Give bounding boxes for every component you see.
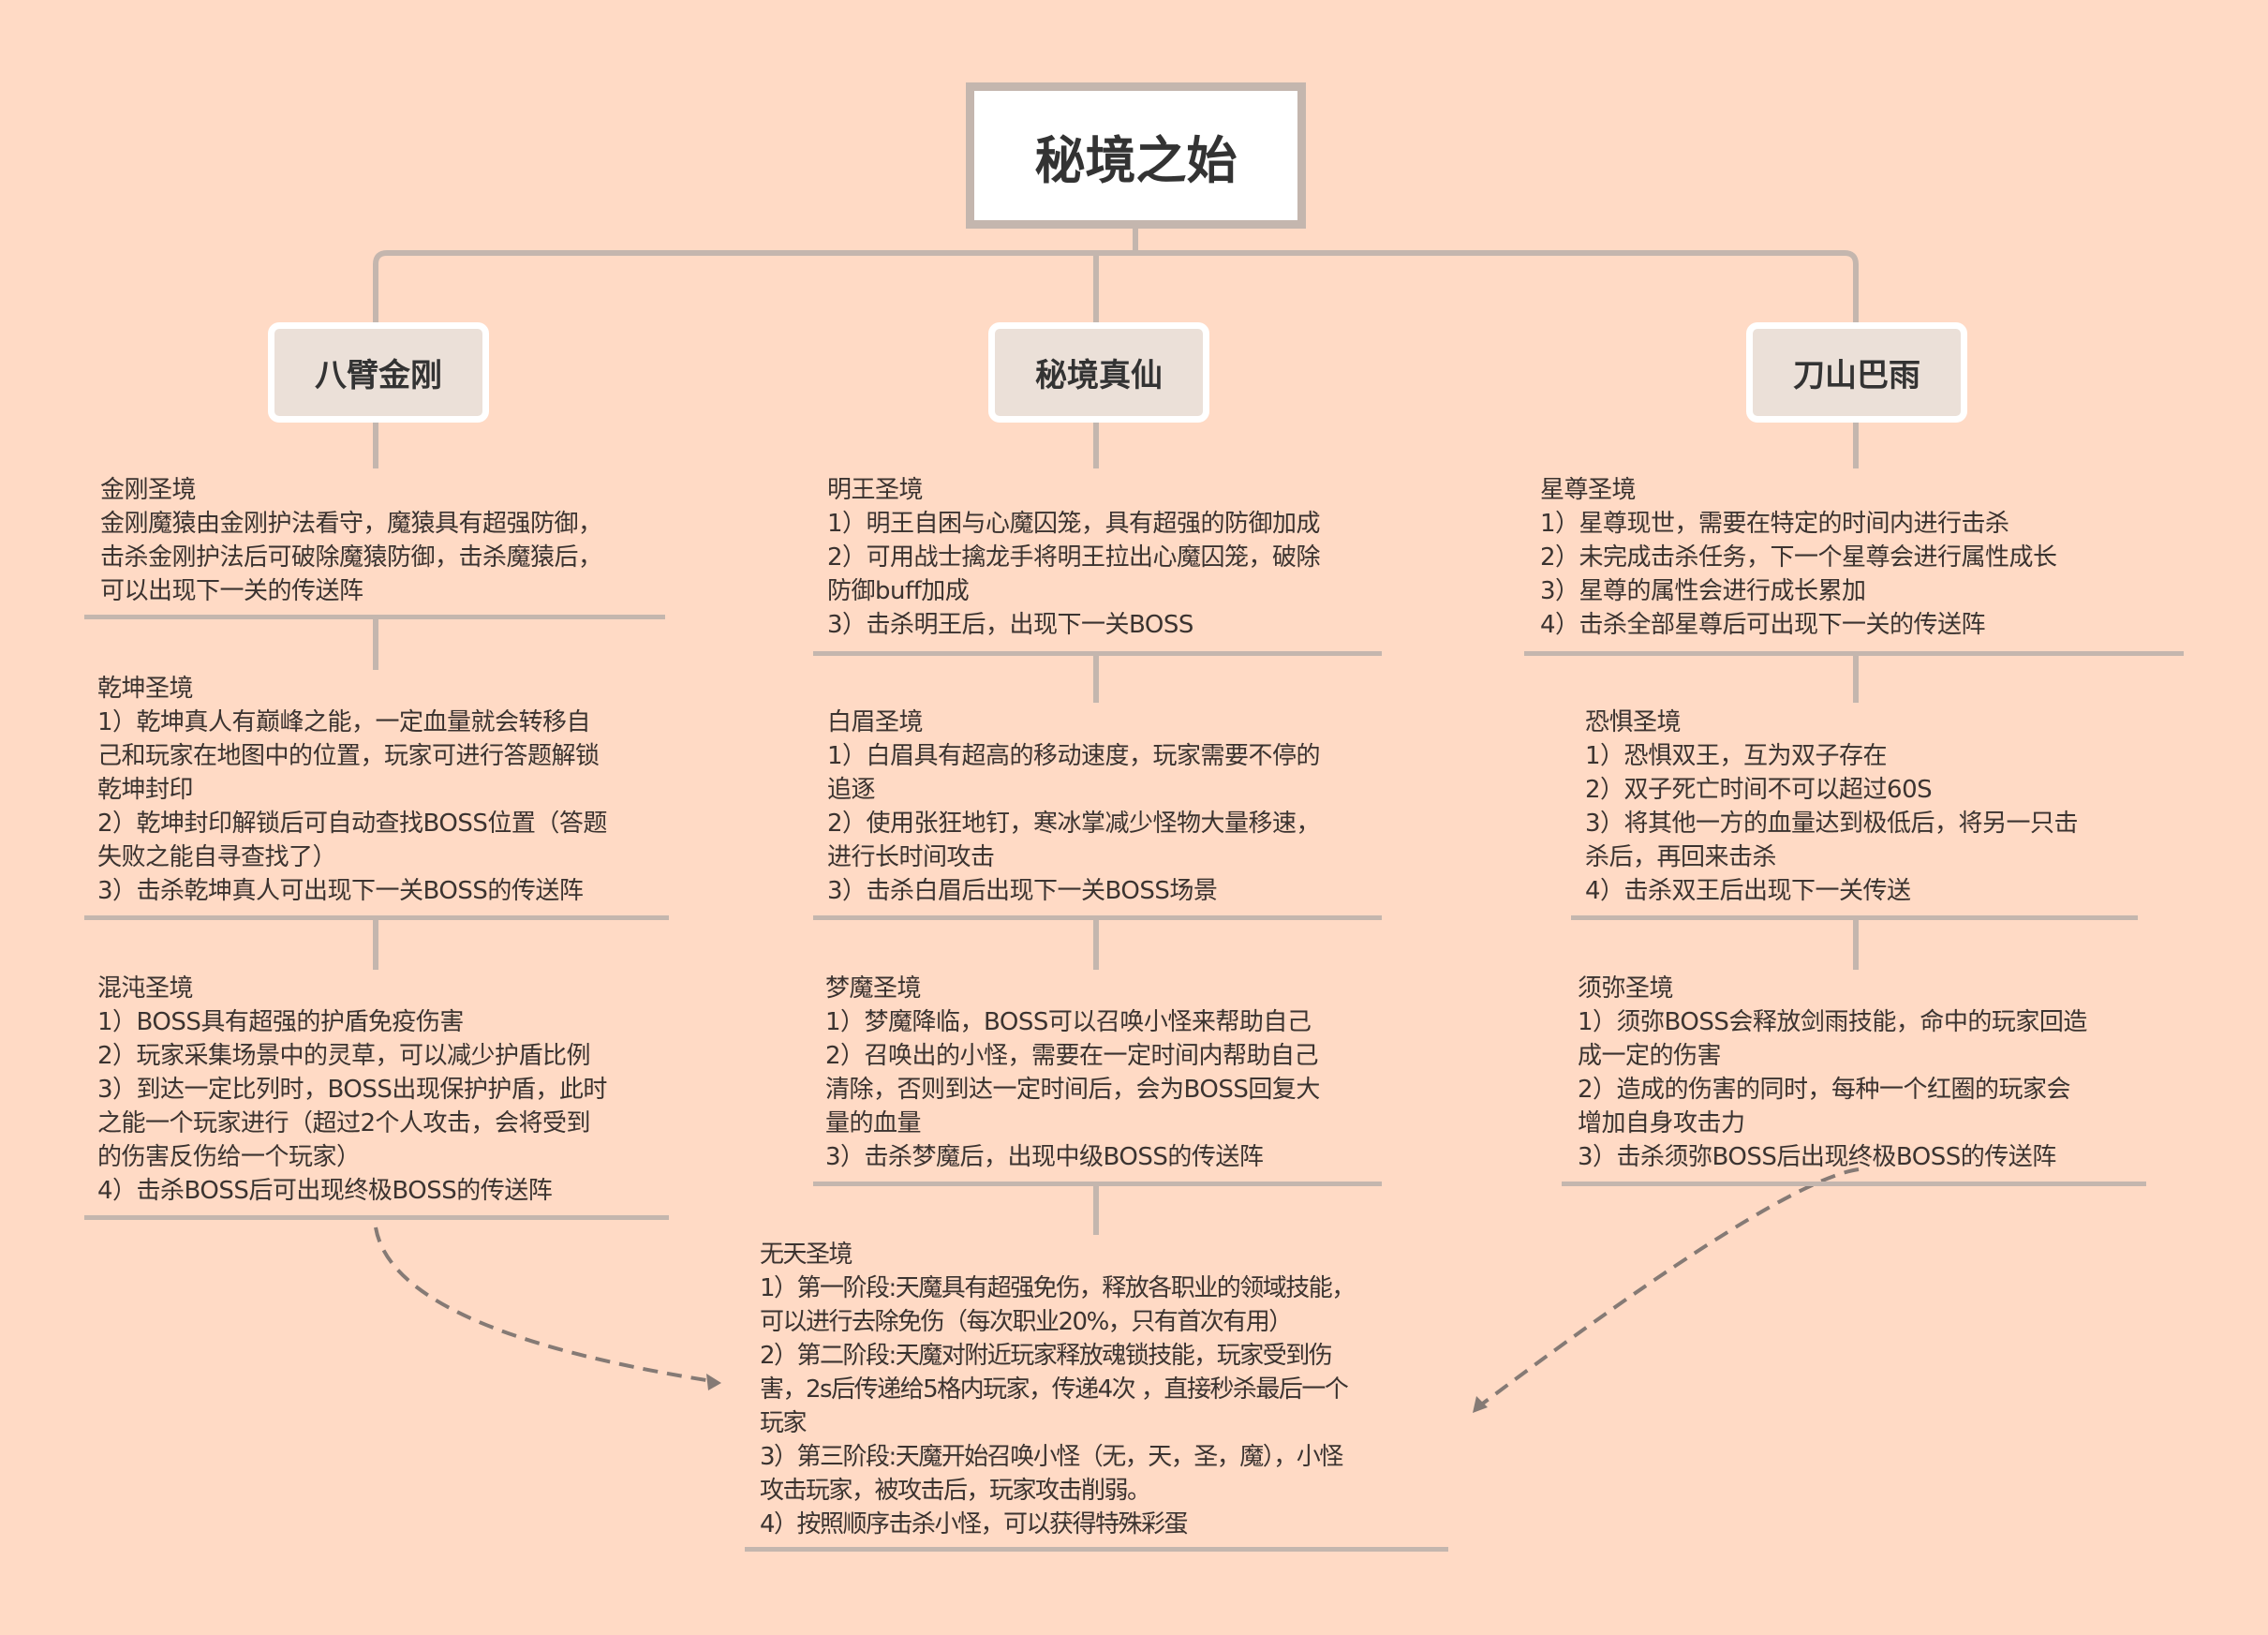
divider	[745, 1547, 1448, 1552]
topic-xumi[interactable]: 须弥圣境 1）须弥BOSS会释放剑雨技能，命中的玩家回造成一定的伤害 2）造成的伤害…	[1578, 972, 2087, 1174]
topic-line: 1）乾坤真人有巅峰之能，一定血量就会转移自	[97, 708, 591, 736]
topic-line: 可以出现下一关的传送阵	[100, 577, 363, 605]
topic-mengmo[interactable]: 梦魔圣境 1）梦魔降临，BOSS可以召唤小怪来帮助自己 2）召唤出的小怪，需要在一定…	[825, 972, 1320, 1174]
topic-xingzun[interactable]: 星尊圣境 1）星尊现世，需要在特定的时间内进行击杀 2）未完成击杀任务，下一个星尊会…	[1540, 473, 2057, 642]
topic-line: 成一定的伤害	[1578, 1042, 1722, 1070]
branch-node-babijingang[interactable]: 八臂金刚	[268, 322, 489, 423]
topic-line: 1）白眉具有超高的移动速度，玩家需要不停的	[827, 742, 1321, 770]
topic-line: 1）梦魔降临，BOSS可以召唤小怪来帮助自己	[825, 1008, 1312, 1036]
topic-line: 3）第三阶段:天魔开始召唤小怪（无，天，圣，魔），小怪	[760, 1443, 1343, 1471]
topic-line: 害，2s后传递给5格内玩家，传递4次 ，直接秒杀最后一个	[760, 1375, 1349, 1404]
divider	[813, 651, 1382, 656]
topic-line: 4）按照顺序击杀小怪，可以获得特殊彩蛋	[760, 1510, 1189, 1538]
topic-line: 失败之能自寻查找了）	[97, 843, 337, 871]
dashed-arrow-left	[374, 1226, 713, 1383]
topic-wutian[interactable]: 无天圣境 1）第一阶段:天魔具有超强免伤，释放各职业的领域技能， 可以进行去除免伤（…	[760, 1238, 1356, 1541]
topic-line: 杀后，再回来击杀	[1585, 843, 1777, 871]
topic-jingang[interactable]: 金刚圣境金刚魔猿由金刚护法看守，魔猿具有超强防御， 击杀金刚护法后可破除魔猿防御，…	[100, 473, 602, 608]
topic-line: 1）BOSS具有超强的护盾免疫伤害	[97, 1008, 464, 1036]
topic-line: 玩家	[760, 1409, 808, 1437]
topic-title: 恐惧圣境	[1585, 708, 1682, 736]
topic-line: 2）双子死亡时间不可以超过60S	[1585, 776, 1933, 804]
divider	[813, 915, 1382, 920]
topic-line: 己和玩家在地图中的位置，玩家可进行答题解锁	[97, 742, 600, 770]
topic-line: 清除，否则到达一定时间后，会为BOSS回复大	[825, 1076, 1320, 1104]
topic-line: 击杀金刚护法后可破除魔猿防御，击杀魔猿后，	[100, 543, 602, 572]
divider	[84, 915, 669, 920]
topic-line: 2）玩家采集场景中的灵草，可以减少护盾比例	[97, 1042, 591, 1070]
topic-line: 3）击杀梦魔后，出现中级BOSS的传送阵	[825, 1143, 1264, 1171]
topic-line: 1）恐惧双王，互为双子存在	[1585, 742, 1888, 770]
topic-line: 3）击杀须弥BOSS后出现终极BOSS的传送阵	[1578, 1143, 2056, 1171]
divider	[84, 1215, 669, 1220]
branch-node-mijingzhenxian[interactable]: 秘境真仙	[988, 322, 1209, 423]
topic-mingwang[interactable]: 明王圣境 1）明王自困与心魔囚笼，具有超强的防御加成 2）可用战士擒龙手将明王拉出心…	[827, 473, 1321, 642]
topic-line: 进行长时间攻击	[827, 843, 995, 871]
topic-title: 梦魔圣境	[825, 974, 922, 1003]
topic-line: 4）击杀双王后出现下一关传送	[1585, 877, 1911, 905]
topic-qiankun[interactable]: 乾坤圣境 1）乾坤真人有巅峰之能，一定血量就会转移自己和玩家在地图中的位置，玩家可…	[97, 672, 607, 908]
divider	[1562, 1182, 2146, 1186]
root-node-title[interactable]: 秘境之始	[966, 82, 1306, 229]
topic-title: 乾坤圣境	[97, 675, 194, 703]
topic-line: 金刚魔猿由金刚护法看守，魔猿具有超强防御，	[100, 510, 602, 538]
topic-baimei[interactable]: 白眉圣境 1）白眉具有超高的移动速度，玩家需要不停的追逐 2）使用张狂地钉，寒冰掌减…	[827, 706, 1321, 908]
topic-title: 须弥圣境	[1578, 974, 1674, 1003]
branch-node-daoshanbayu[interactable]: 刀山巴雨	[1746, 322, 1967, 423]
topic-line: 可以进行去除免伤（每次职业20%，只有首次有用）	[760, 1308, 1293, 1336]
divider	[1524, 651, 2184, 656]
topic-line: 乾坤封印	[97, 776, 194, 804]
topic-line: 4）击杀全部星尊后可出现下一关的传送阵	[1540, 611, 1986, 639]
topic-line: 2）未完成击杀任务，下一个星尊会进行属性成长	[1540, 543, 2057, 572]
dashed-arrow-right	[1478, 1167, 1860, 1407]
divider	[813, 1182, 1382, 1186]
topic-line: 2）乾坤封印解锁后可自动查找BOSS位置（答题	[97, 810, 607, 838]
topic-line: 防御buff加成	[827, 577, 970, 605]
topic-title: 金刚圣境	[100, 476, 197, 504]
topic-line: 1）须弥BOSS会释放剑雨技能，命中的玩家回造	[1578, 1008, 2087, 1036]
topic-line: 1）明王自困与心魔囚笼，具有超强的防御加成	[827, 510, 1321, 538]
topic-line: 3）击杀白眉后出现下一关BOSS场景	[827, 877, 1218, 905]
topic-line: 2）可用战士擒龙手将明王拉出心魔囚笼，破除	[827, 543, 1321, 572]
topic-line: 2）第二阶段:天魔对附近玩家释放魂锁技能，玩家受到伤	[760, 1342, 1333, 1370]
topic-title: 星尊圣境	[1540, 476, 1637, 504]
topic-title: 混沌圣境	[97, 974, 194, 1003]
topic-kongju[interactable]: 恐惧圣境 1）恐惧双王，互为双子存在 2）双子死亡时间不可以超过60S 3）将其他一方…	[1585, 706, 2079, 908]
arrowhead-left-icon	[706, 1374, 721, 1390]
topic-title: 明王圣境	[827, 476, 924, 504]
topic-line: 的伤害反伤给一个玩家）	[97, 1143, 361, 1171]
topic-line: 4）击杀BOSS后可出现终极BOSS的传送阵	[97, 1177, 553, 1205]
topic-line: 3）星尊的属性会进行成长累加	[1540, 577, 1866, 605]
topic-hundun[interactable]: 混沌圣境 1）BOSS具有超强的护盾免疫伤害 2）玩家采集场景中的灵草，可以减少护盾…	[97, 972, 607, 1208]
divider	[1571, 915, 2138, 920]
topic-title: 无天圣境	[760, 1241, 853, 1269]
topic-line: 3）将其他一方的血量达到极低后，将另一只击	[1585, 810, 2079, 838]
arrowhead-right-icon	[1473, 1396, 1488, 1413]
divider	[84, 615, 665, 619]
topic-line: 2）造成的伤害的同时，每种一个红圈的玩家会	[1578, 1076, 2071, 1104]
topic-line: 2）召唤出的小怪，需要在一定时间内帮助自己	[825, 1042, 1319, 1070]
topic-line: 1）星尊现世，需要在特定的时间内进行击杀	[1540, 510, 2009, 538]
topic-line: 增加自身攻击力	[1578, 1109, 1745, 1137]
topic-line: 追逐	[827, 776, 876, 804]
topic-line: 3）击杀乾坤真人可出现下一关BOSS的传送阵	[97, 877, 584, 905]
topic-line: 2）使用张狂地钉，寒冰掌减少怪物大量移速，	[827, 810, 1321, 838]
topic-line: 量的血量	[825, 1109, 922, 1137]
topic-line: 3）击杀明王后，出现下一关BOSS	[827, 611, 1193, 639]
topic-line: 之能一个玩家进行（超过2个人攻击，会将受到	[97, 1109, 591, 1137]
topic-line: 攻击玩家，被攻击后，玩家攻击削弱。	[760, 1477, 1151, 1505]
topic-title: 白眉圣境	[827, 708, 924, 736]
topic-line: 3）到达一定比列时，BOSS出现保护护盾，此时	[97, 1076, 607, 1104]
topic-line: 1）第一阶段:天魔具有超强免伤，释放各职业的领域技能，	[760, 1274, 1356, 1302]
